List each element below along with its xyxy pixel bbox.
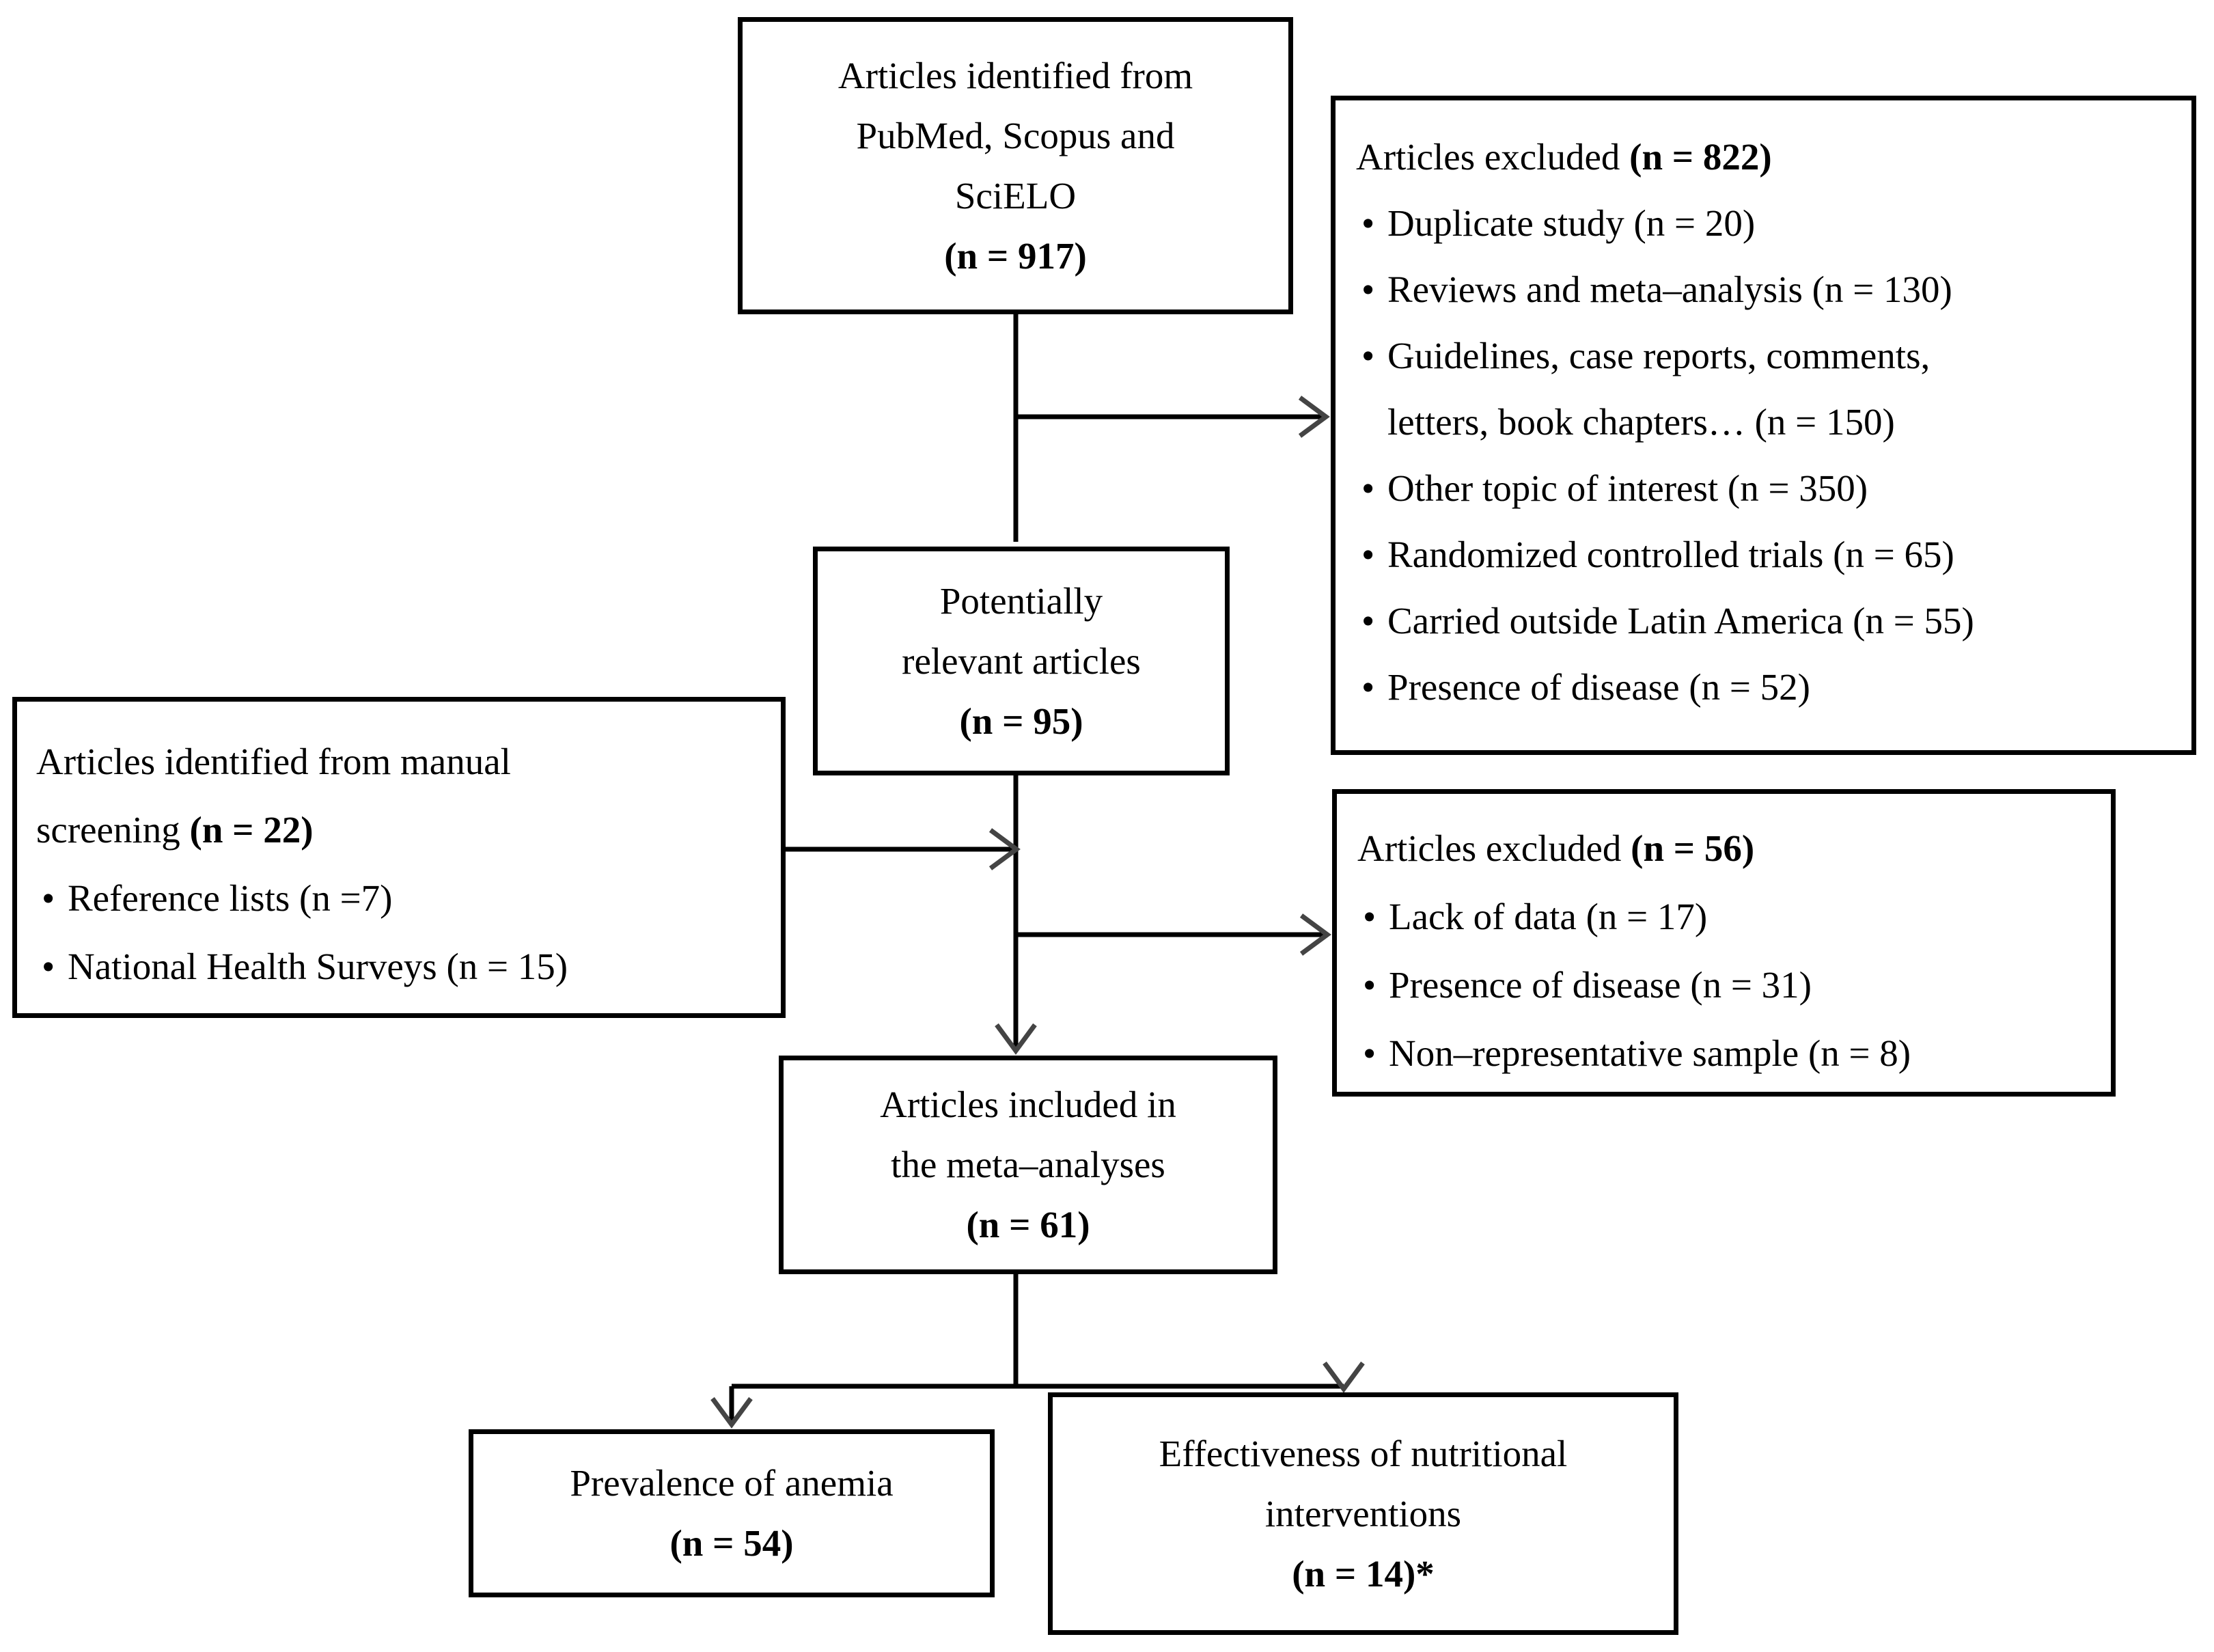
manual-screening-count: (n = 22) (189, 809, 314, 851)
included-meta-line-1: Articles included in (880, 1084, 1176, 1125)
list-item: • Presence of disease (n = 52) (1356, 654, 2191, 720)
bullet-icon: • (1361, 666, 1375, 708)
potentially-relevant-count: (n = 95) (959, 700, 1083, 742)
excluded-1-reason-list: • Duplicate study (n = 20) • Reviews and m… (1356, 190, 2191, 720)
list-item: • Reviews and meta–analysis (n = 130) (1356, 256, 2191, 322)
bullet-icon: • (42, 877, 55, 919)
identified-db-line-1: Articles identified from (838, 54, 1193, 96)
excluded-2-item-2: Non–representative sample (n = 8) (1389, 1032, 1911, 1074)
list-item: • National Health Surveys (n = 15) (36, 933, 781, 1001)
node-articles-excluded-56: Articles excluded (n = 56) • Lack of data… (1332, 789, 2116, 1097)
bullet-icon: • (1361, 467, 1375, 509)
node-articles-identified-manual-screening: Articles identified from manual screenin… (12, 697, 786, 1018)
bullet-icon: • (1361, 335, 1375, 376)
manual-screening-source-list: • Reference lists (n =7) • National Health… (36, 864, 781, 1001)
excluded-1-heading-count: (n = 822) (1629, 136, 1772, 178)
excluded-1-item-0: Duplicate study (n = 20) (1387, 202, 1756, 244)
bullet-icon: • (42, 946, 55, 987)
excluded-2-heading-count: (n = 56) (1631, 827, 1755, 869)
prevalence-line-1: Prevalence of anemia (570, 1462, 894, 1504)
list-item-continuation: letters, book chapters… (n = 150) (1356, 389, 2191, 455)
bullet-icon: • (1361, 600, 1375, 642)
node-effectiveness-nutritional-interventions: Effectiveness of nutritional interventio… (1048, 1392, 1678, 1635)
manual-screening-line-2: screening (n = 22) (36, 796, 781, 864)
identified-db-line-3: SciELO (954, 174, 1077, 217)
list-item: • Guidelines, case reports, comments, (1356, 322, 2191, 389)
excluded-1-item-6: Carried outside Latin America (n = 55) (1387, 600, 1974, 642)
excluded-2-heading: Articles excluded (n = 56) (1357, 814, 2111, 883)
bullet-icon: • (1361, 534, 1375, 575)
list-item: • Presence of disease (n = 31) (1357, 951, 2111, 1019)
manual-screening-line-2-text: screening (36, 809, 190, 851)
included-meta-line-2: the meta–analyses (891, 1144, 1165, 1185)
excluded-2-heading-text: Articles excluded (1357, 827, 1631, 869)
potentially-relevant-line-2: relevant articles (902, 639, 1141, 682)
node-potentially-relevant-articles: Potentially relevant articles (n = 95) (813, 547, 1230, 775)
list-item: • Duplicate study (n = 20) (1356, 190, 2191, 256)
excluded-1-item-2: Guidelines, case reports, comments, (1387, 335, 1931, 376)
included-meta-count: (n = 61) (966, 1204, 1090, 1245)
excluded-2-item-0: Lack of data (n = 17) (1389, 896, 1708, 937)
identified-db-count: (n = 917) (944, 234, 1087, 277)
list-item: • Lack of data (n = 17) (1357, 883, 2111, 951)
bullet-icon: • (1363, 1032, 1376, 1074)
manual-screening-item-1: National Health Surveys (n = 15) (68, 946, 568, 987)
excluded-2-item-1: Presence of disease (n = 31) (1389, 964, 1812, 1006)
bullet-icon: • (1361, 269, 1375, 310)
list-item: • Other topic of interest (n = 350) (1356, 455, 2191, 521)
node-articles-identified-databases: Articles identified from PubMed, Scopus … (738, 17, 1293, 314)
manual-screening-line-1: Articles identified from manual (36, 741, 511, 782)
list-item: • Carried outside Latin America (n = 55) (1356, 588, 2191, 654)
node-articles-included-meta-analyses: Articles included in the meta–analyses (… (779, 1056, 1277, 1274)
list-item: • Randomized controlled trials (n = 65) (1356, 521, 2191, 588)
excluded-1-heading: Articles excluded (n = 822) (1356, 124, 2191, 190)
effectiveness-count: (n = 14)* (1292, 1552, 1435, 1595)
node-prevalence-of-anemia: Prevalence of anemia (n = 54) (469, 1429, 995, 1597)
node-articles-excluded-822: Articles excluded (n = 822) • Duplicate s… (1331, 96, 2196, 755)
effectiveness-line-2: interventions (1264, 1492, 1462, 1534)
excluded-1-item-3: letters, book chapters… (n = 150) (1387, 401, 1895, 443)
excluded-1-item-4: Other topic of interest (n = 350) (1387, 467, 1868, 509)
list-item: • Reference lists (n =7) (36, 864, 781, 933)
excluded-1-item-5: Randomized controlled trials (n = 65) (1387, 534, 1954, 575)
manual-screening-item-0: Reference lists (n =7) (68, 877, 393, 919)
bullet-icon: • (1361, 202, 1375, 244)
effectiveness-line-1: Effectiveness of nutritional (1159, 1432, 1568, 1474)
excluded-1-item-7: Presence of disease (n = 52) (1387, 666, 1810, 708)
excluded-1-item-1: Reviews and meta–analysis (n = 130) (1387, 269, 1952, 310)
potentially-relevant-line-1: Potentially (939, 579, 1103, 622)
bullet-icon: • (1363, 964, 1376, 1006)
excluded-1-heading-text: Articles excluded (1356, 136, 1630, 178)
prevalence-count: (n = 54) (669, 1522, 794, 1564)
excluded-2-reason-list: • Lack of data (n = 17) • Presence of dise… (1357, 883, 2111, 1088)
list-item: • Non–representative sample (n = 8) (1357, 1019, 2111, 1088)
identified-db-line-2: PubMed, Scopus and (856, 114, 1175, 156)
bullet-icon: • (1363, 896, 1376, 937)
